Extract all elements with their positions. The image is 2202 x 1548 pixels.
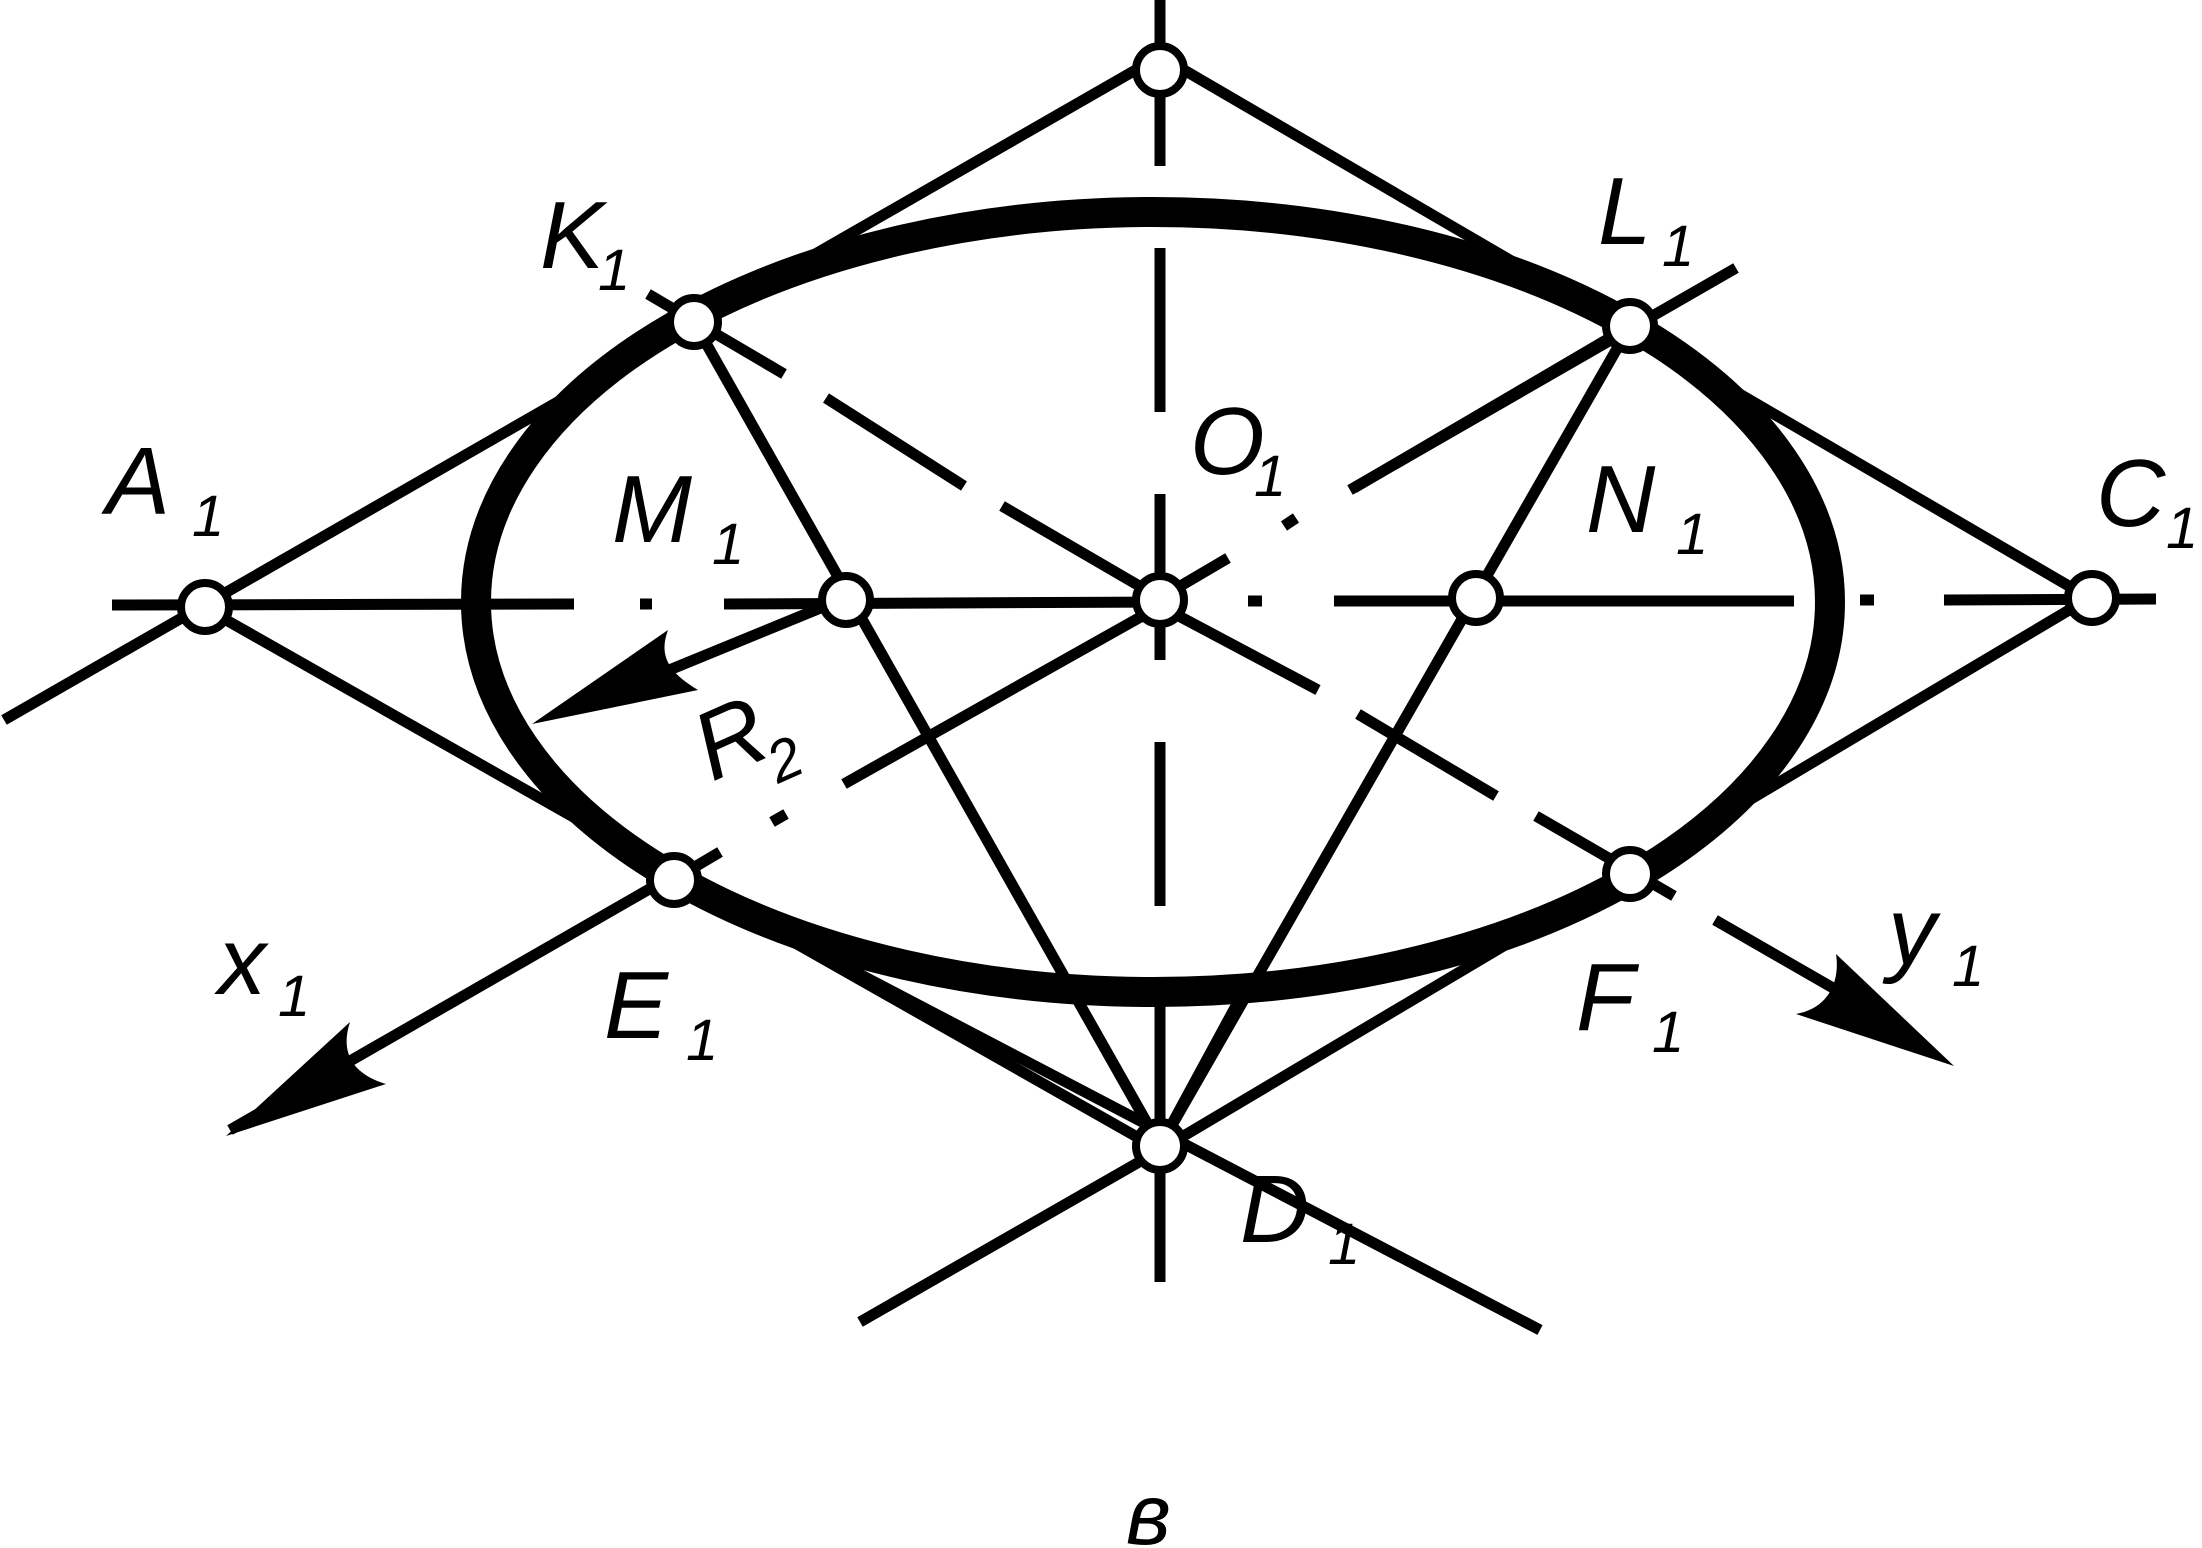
k-to-d-line — [689, 319, 1165, 1149]
radius-lines — [689, 319, 1635, 1149]
points — [177, 42, 2120, 1174]
diag-dot — [1280, 513, 1300, 531]
h-axis-seg — [1943, 593, 2157, 606]
figure-caption: в — [1126, 1467, 1171, 1548]
label-c-sub: 1 — [2166, 496, 2198, 561]
label-o-sub: 1 — [1254, 444, 1286, 509]
diag-seg — [841, 601, 1163, 789]
label-l: L — [1598, 158, 1651, 265]
label-f-sub: 1 — [1652, 1000, 1684, 1065]
label-k: K — [540, 182, 608, 289]
point-l — [1602, 298, 1658, 354]
point-top — [1132, 42, 1188, 98]
label-e-sub: 1 — [686, 1008, 718, 1073]
label-n-sub: 1 — [1676, 502, 1708, 567]
y-axis-line — [1712, 915, 1843, 997]
radius-arrow-shaft — [637, 594, 843, 688]
label-x-axis: x — [214, 908, 269, 1015]
label-n: N — [1586, 446, 1656, 553]
point-m — [818, 572, 874, 628]
label-k-sub: 1 — [598, 238, 630, 303]
point-e — [646, 852, 702, 908]
point-f — [1602, 846, 1658, 902]
label-a: A — [101, 428, 170, 535]
labels: K 1 L 1 A 1 M 1 O 1 N 1 C 1 E 1 F 1 D 1 … — [101, 158, 2198, 1548]
label-y-axis: y — [1882, 878, 1941, 985]
diag-dot — [769, 809, 789, 827]
diag-seg — [1351, 321, 1633, 493]
label-m: M — [612, 456, 692, 563]
label-e: E — [604, 952, 669, 1059]
point-o — [1132, 572, 1188, 628]
label-a-sub: 1 — [192, 484, 224, 549]
h-axis-seg — [723, 596, 1161, 610]
point-k — [666, 294, 722, 350]
label-f: F — [1576, 944, 1640, 1051]
y-axis-arrowhead — [1796, 954, 1954, 1066]
label-o: O — [1190, 388, 1265, 495]
d-to-lower-left-line — [857, 1145, 1163, 1327]
label-m-sub: 1 — [712, 512, 744, 577]
label-d: D — [1240, 1156, 1309, 1263]
label-d-sub: 1 — [1328, 1212, 1360, 1277]
diag-seg — [1355, 709, 1499, 801]
radius-arrow — [532, 594, 843, 724]
point-n — [1448, 570, 1504, 626]
d-to-n-line — [1155, 977, 1255, 1149]
label-l-sub: 1 — [1662, 214, 1694, 279]
rhombus-frame — [1, 51, 2089, 1335]
axis-lines — [227, 871, 1843, 1327]
diagonal-le — [673, 321, 1633, 883]
label-x-axis-sub: 1 — [278, 964, 310, 1029]
diag-seg — [1157, 601, 1321, 695]
diag-seg — [823, 393, 967, 491]
label-c: C — [2096, 440, 2166, 547]
point-a — [177, 579, 233, 635]
radius-arrowhead — [532, 630, 698, 724]
point-c — [2064, 570, 2120, 626]
point-d — [1132, 1118, 1188, 1174]
diag-seg — [999, 501, 1163, 603]
x-axis-arrowhead — [226, 1022, 386, 1136]
label-y-axis-sub: 1 — [1952, 934, 1984, 999]
